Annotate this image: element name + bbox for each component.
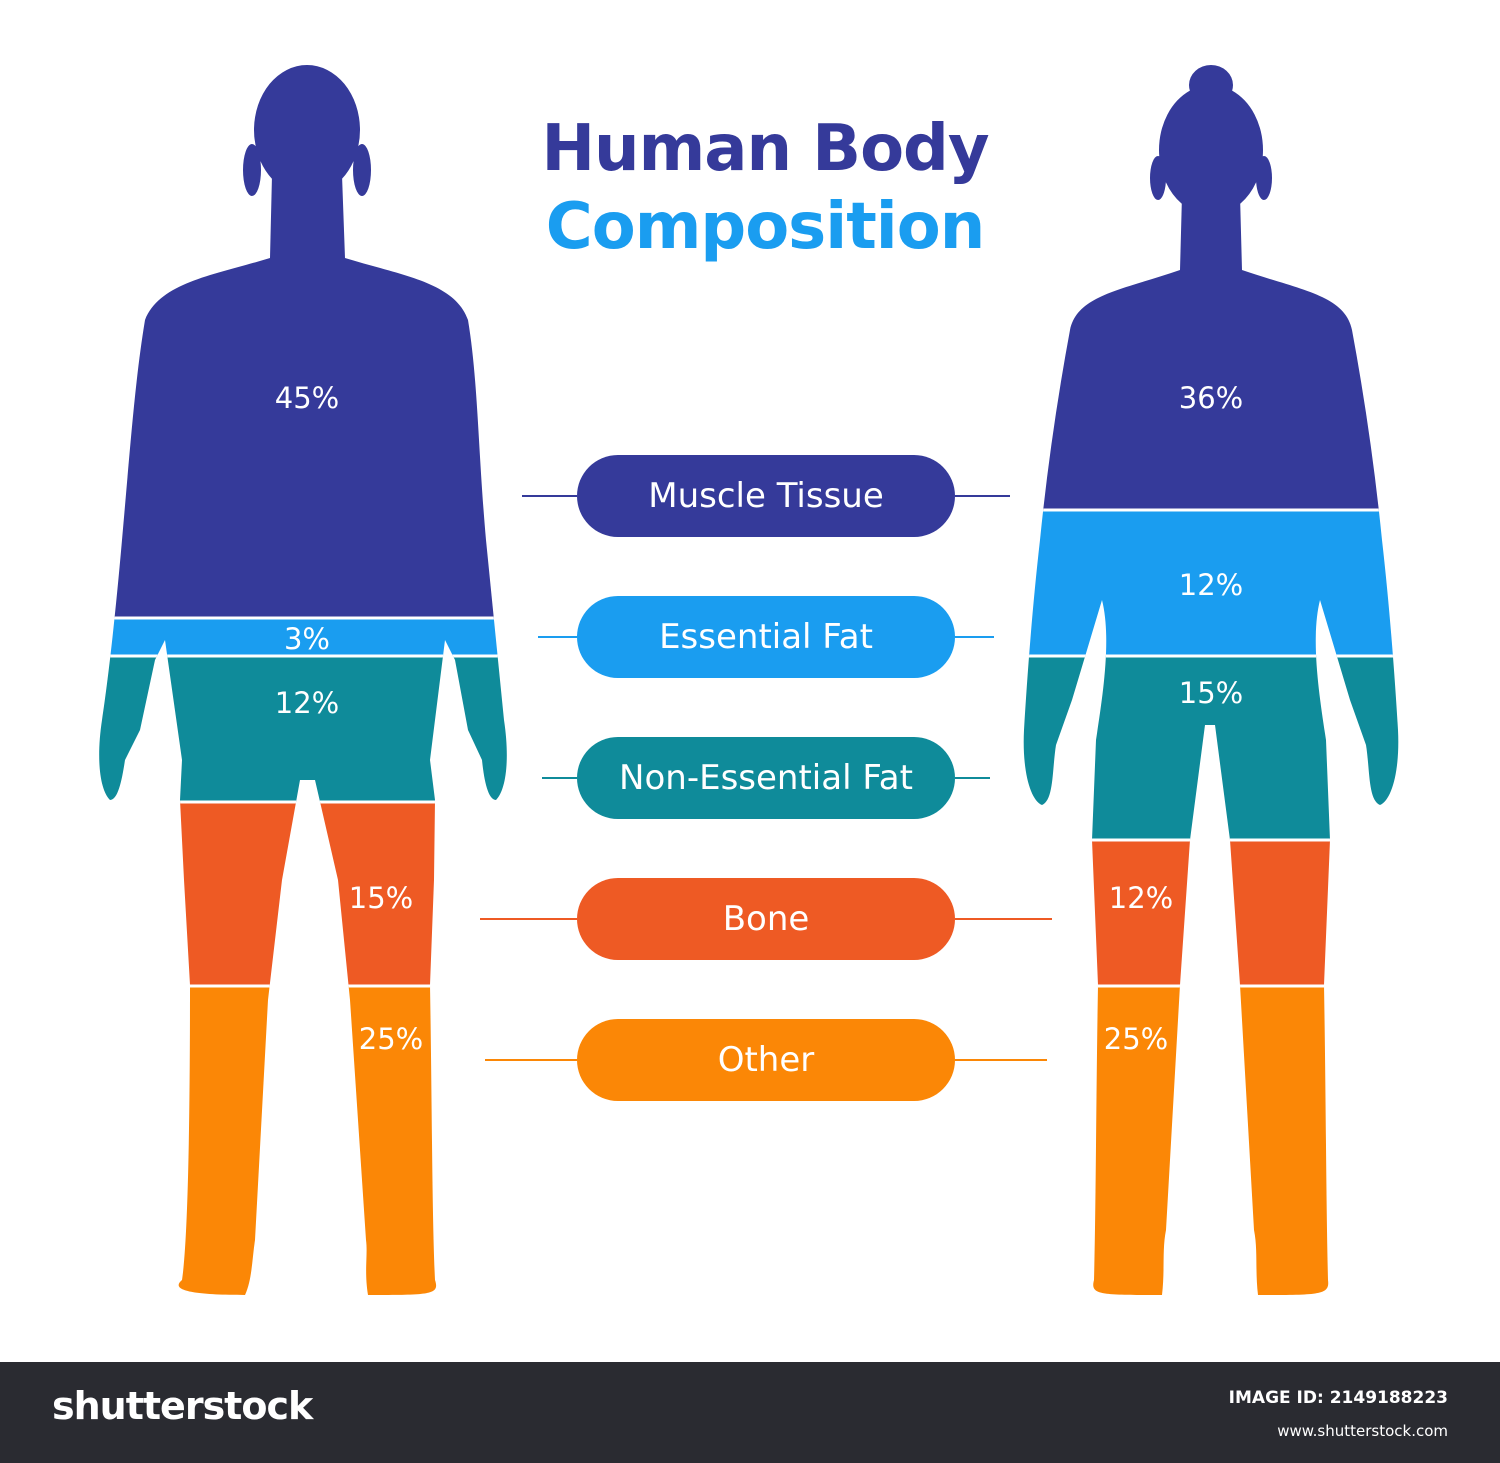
- male-band-essential-fat: [99, 618, 507, 656]
- female-value-non-essential-fat: 15%: [1179, 676, 1243, 710]
- brand-logo: shutterstock: [52, 1384, 313, 1428]
- footer-bar: shutterstock IMAGE ID: 2149188223 www.sh…: [0, 1362, 1500, 1463]
- legend-pill-other: Other: [577, 1019, 955, 1101]
- female-value-other: 25%: [1104, 1022, 1168, 1056]
- female-value-muscle: 36%: [1179, 381, 1243, 415]
- female-value-essential-fat: 12%: [1179, 568, 1243, 602]
- female-band-other: [1023, 986, 1399, 1295]
- male-value-muscle: 45%: [275, 381, 339, 415]
- male-value-bone: 15%: [349, 881, 413, 915]
- legend-pill-muscle-tissue: Muscle Tissue: [577, 455, 955, 537]
- male-value-essential-fat: 3%: [284, 622, 330, 656]
- female-value-bone: 12%: [1109, 881, 1173, 915]
- site-url: www.shutterstock.com: [1277, 1422, 1448, 1440]
- male-band-bone: [99, 802, 507, 986]
- male-band-other: [99, 986, 507, 1295]
- female-figure: [1023, 65, 1399, 1295]
- figures: 45% 3% 12% 15% 25% 36% 12% 15% 12% 25%: [99, 65, 1399, 1295]
- legend-pill-essential-fat: Essential Fat: [577, 596, 955, 678]
- male-value-other: 25%: [359, 1022, 423, 1056]
- female-band-bone: [1023, 840, 1399, 986]
- legend-pill-non-essential-fat: Non-Essential Fat: [577, 737, 955, 819]
- male-band-muscle: [99, 65, 507, 618]
- male-value-non-essential-fat: 12%: [275, 686, 339, 720]
- male-figure: [99, 65, 507, 1295]
- male-band-non-essential-fat: [99, 656, 507, 802]
- female-band-essential-fat: [1023, 510, 1399, 656]
- title-line-1: Human Body: [541, 112, 989, 186]
- female-band-muscle: [1023, 65, 1399, 510]
- image-id: IMAGE ID: 2149188223: [1228, 1388, 1448, 1408]
- title-line-2: Composition: [545, 190, 986, 264]
- legend-pill-bone: Bone: [577, 878, 955, 960]
